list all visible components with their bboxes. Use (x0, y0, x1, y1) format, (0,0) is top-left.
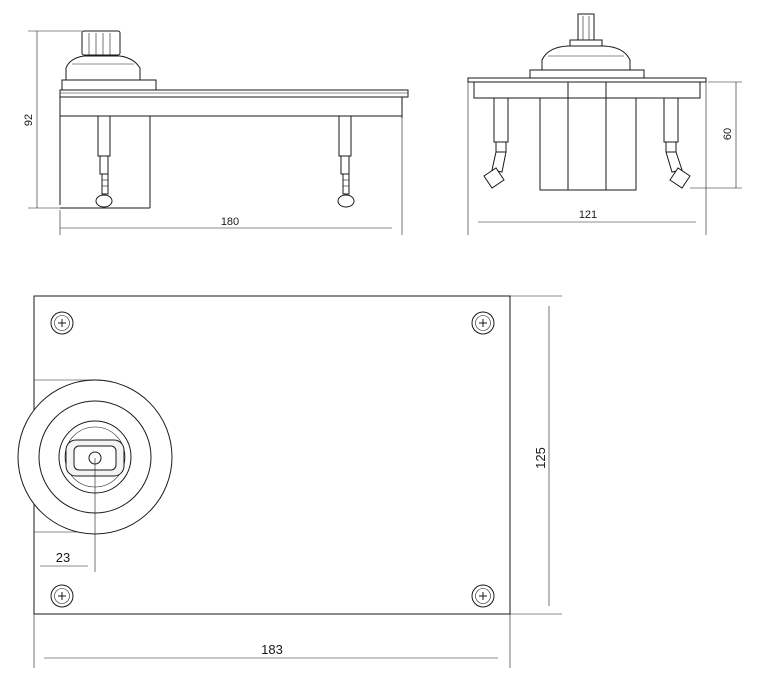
dim-label-top-offset: 23 (56, 550, 70, 565)
top-view: 23 125 183 (17, 295, 562, 668)
screw-top-right (471, 311, 495, 335)
dim-label-top-width: 183 (261, 642, 283, 657)
dim-label-side-height: 92 (23, 114, 35, 126)
side-view: 92 180 (23, 30, 409, 235)
screw-top-left (50, 311, 74, 335)
dim-label-front-width: 121 (579, 209, 597, 221)
dim-label-side-length: 180 (221, 216, 239, 228)
side-knob-base (65, 55, 141, 81)
dim-label-front-depth: 60 (722, 128, 734, 140)
side-top-plate (59, 89, 409, 98)
front-view: 60 121 (467, 13, 742, 235)
front-top-plate (467, 77, 707, 83)
screw-bottom-left (50, 584, 74, 608)
side-knob-cap (81, 30, 121, 56)
dim-label-top-height: 125 (533, 447, 548, 469)
front-knob-base (541, 45, 631, 71)
top-knob (17, 379, 173, 535)
screw-bottom-right (471, 584, 495, 608)
